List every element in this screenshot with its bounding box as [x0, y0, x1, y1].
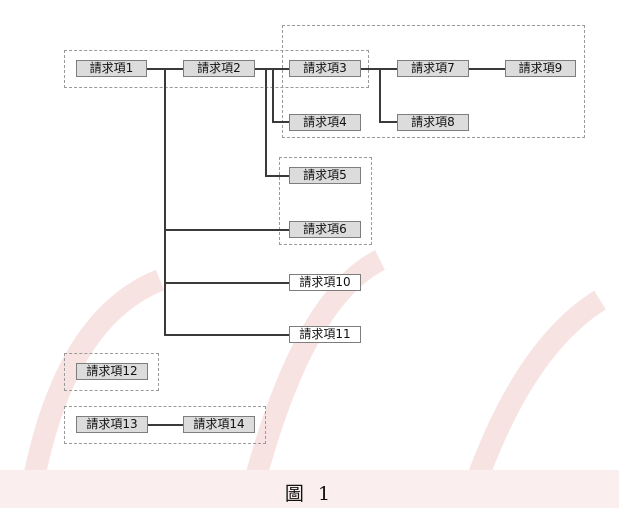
edge-7-9	[468, 68, 506, 70]
claim-node-13: 請求項13	[76, 416, 148, 433]
claim-node-8: 請求項8	[397, 114, 469, 131]
edge-1-10	[164, 282, 290, 284]
claim-node-4: 請求項4	[289, 114, 361, 131]
claim-node-12: 請求項12	[76, 363, 148, 380]
edge-2-4-vertical	[272, 68, 274, 123]
group-claim-12	[64, 353, 159, 391]
edge-2-5-horizontal	[265, 175, 290, 177]
edge-3-8-vertical	[379, 68, 381, 123]
edge-1-11	[164, 334, 290, 336]
claim-node-5: 請求項5	[289, 167, 361, 184]
edge-1-trunk	[164, 68, 166, 336]
group-claims-3-9	[282, 25, 585, 138]
claim-node-6: 請求項6	[289, 221, 361, 238]
claim-node-2: 請求項2	[183, 60, 255, 77]
edge-2-4-horizontal	[272, 121, 290, 123]
edge-1-6	[164, 229, 290, 231]
claim-node-11: 請求項11	[289, 326, 361, 343]
edge-2-3	[254, 68, 289, 70]
claim-node-1: 請求項1	[76, 60, 147, 77]
group-claims-5-6	[279, 157, 372, 245]
claim-node-10: 請求項10	[289, 274, 361, 291]
edge-2-5-vertical	[265, 68, 267, 177]
edge-3-8-horizontal	[379, 121, 398, 123]
claim-node-7: 請求項7	[397, 60, 469, 77]
claim-node-9: 請求項9	[505, 60, 576, 77]
figure-caption: 圖 1	[284, 483, 335, 505]
claim-node-14: 請求項14	[183, 416, 255, 433]
group-claims-13-14	[64, 406, 266, 444]
claim-node-3: 請求項3	[289, 60, 361, 77]
edge-13-14	[146, 424, 184, 426]
